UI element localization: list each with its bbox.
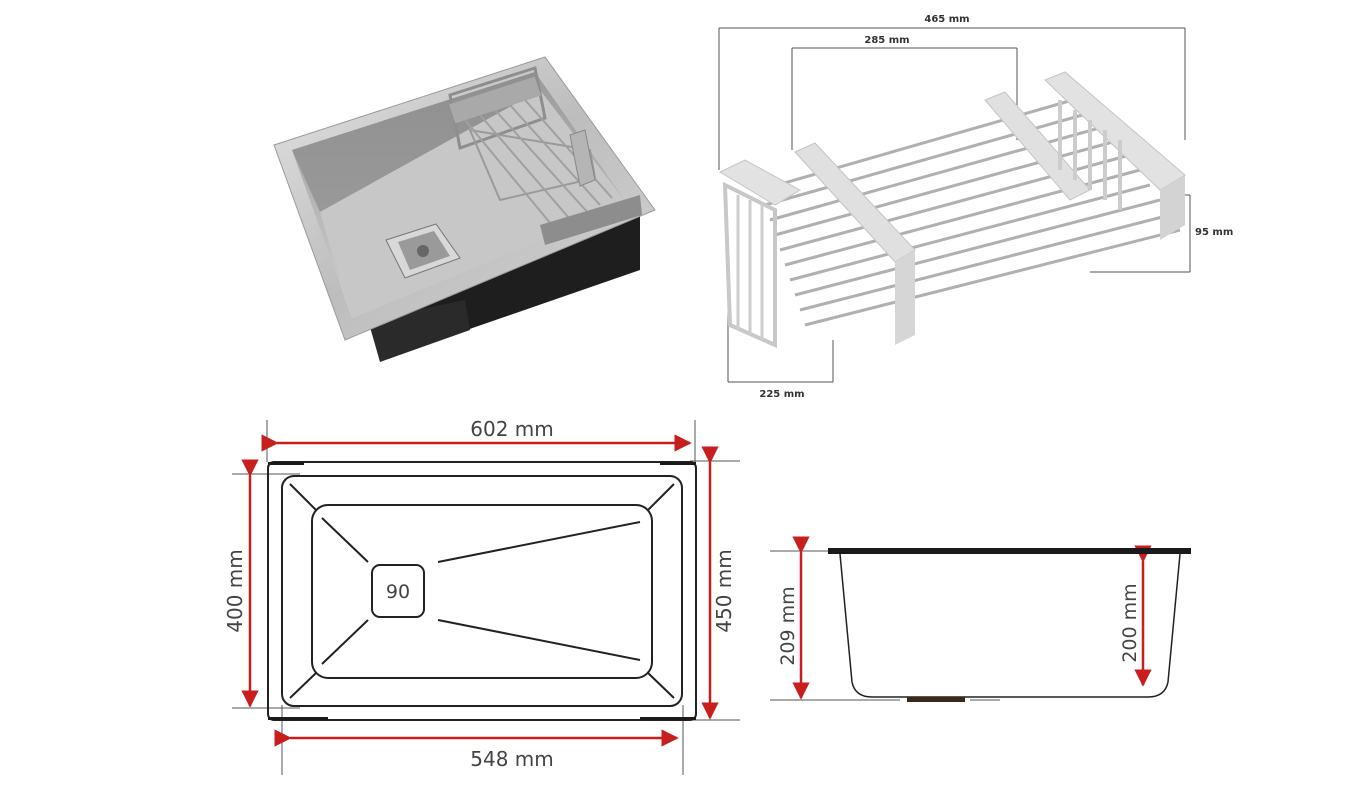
drain-size-label: 90: [386, 581, 410, 603]
drain-outline: [371, 564, 425, 618]
rack-length-extended-label: 465 mm: [924, 14, 969, 25]
rack-diagram: 465 mm 285 mm 95 mm 225 mm: [718, 14, 1233, 400]
rack-length-collapsed-label: 285 mm: [864, 35, 909, 46]
bowl-depth-label: 200 mm: [1119, 583, 1141, 662]
outer-width-label: 602 mm: [470, 417, 554, 441]
rack-in-sink: [448, 66, 642, 245]
inner-width-label: 548 mm: [470, 747, 554, 771]
rack-width-label: 225 mm: [759, 389, 804, 400]
sink-top-view: 602 mm 548 mm 400 mm 450 mm 90: [223, 417, 740, 775]
total-height-label: 209 mm: [777, 586, 799, 665]
outer-depth-label: 450 mm: [712, 549, 736, 633]
sink-product-image: [273, 56, 656, 362]
drain-icon: [385, 223, 461, 279]
drain-outlet: [907, 697, 965, 702]
rack-height-label: 95 mm: [1195, 227, 1233, 238]
inner-depth-label: 400 mm: [223, 549, 247, 633]
sink-side-view: 209 mm 200 mm: [770, 536, 1191, 702]
